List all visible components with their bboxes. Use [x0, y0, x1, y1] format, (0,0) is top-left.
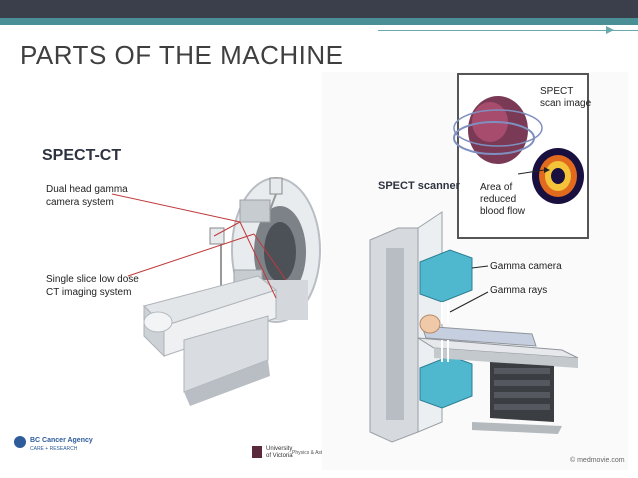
page-title: PARTS OF THE MACHINE — [20, 40, 344, 70]
bc-cancer-logo: BC Cancer Agency CARE + RESEARCH — [30, 436, 93, 454]
accent-bar — [0, 18, 638, 25]
uvic-logo: University of Victoria — [266, 446, 293, 460]
spect-scanner-illustration — [369, 73, 589, 443]
spect-scanner-figure: SPECT scan image Area of reduced blood f… — [322, 72, 628, 470]
reduced-blood-flow-label: Area of reduced blood flow — [480, 182, 525, 218]
top-bar — [0, 0, 638, 18]
dual-head-label-line-2: camera system — [46, 197, 114, 208]
ct-system-label-line-1: Single slice low dose — [46, 274, 139, 285]
gamma-camera-label: Gamma camera — [490, 261, 562, 272]
bc-cancer-logo-sub: CARE + RESEARCH — [30, 446, 78, 452]
title-divider — [378, 30, 638, 31]
dual-head-label-line-1: Dual head gamma — [46, 184, 128, 195]
spect-scanner-heading: SPECT scanner — [378, 180, 460, 192]
uvic-logo-line-1: University — [266, 446, 293, 452]
dual-head-label: Dual head gamma camera system — [46, 183, 128, 209]
ct-system-label: Single slice low dose CT imaging system — [46, 273, 139, 299]
inset-title-line-2: scan image — [540, 98, 592, 109]
reduced-blood-flow-line-2: reduced — [480, 194, 517, 205]
reduced-blood-flow-line-3: blood flow — [480, 206, 526, 217]
spect-ct-illustration — [14, 177, 321, 458]
spect-ct-figure: SPECT-CT Dual head gamma camera system S… — [8, 130, 328, 470]
uvic-logo-sub: Physics & Astro — [292, 450, 327, 456]
divider-marker-icon — [606, 26, 614, 34]
credit-text: © medmovie.com — [570, 457, 625, 464]
inset-title-line-1: SPECT — [540, 86, 574, 97]
reduced-blood-flow-line-1: Area of — [480, 182, 513, 193]
inset-title: SPECT scan image — [540, 86, 591, 110]
spect-ct-heading: SPECT-CT — [42, 147, 122, 164]
gamma-rays-label: Gamma rays — [490, 285, 548, 296]
ct-system-label-line-2: CT imaging system — [46, 287, 132, 298]
uvic-logo-line-2: of Victoria — [266, 453, 293, 459]
bc-cancer-logo-text: BC Cancer Agency — [30, 437, 93, 444]
